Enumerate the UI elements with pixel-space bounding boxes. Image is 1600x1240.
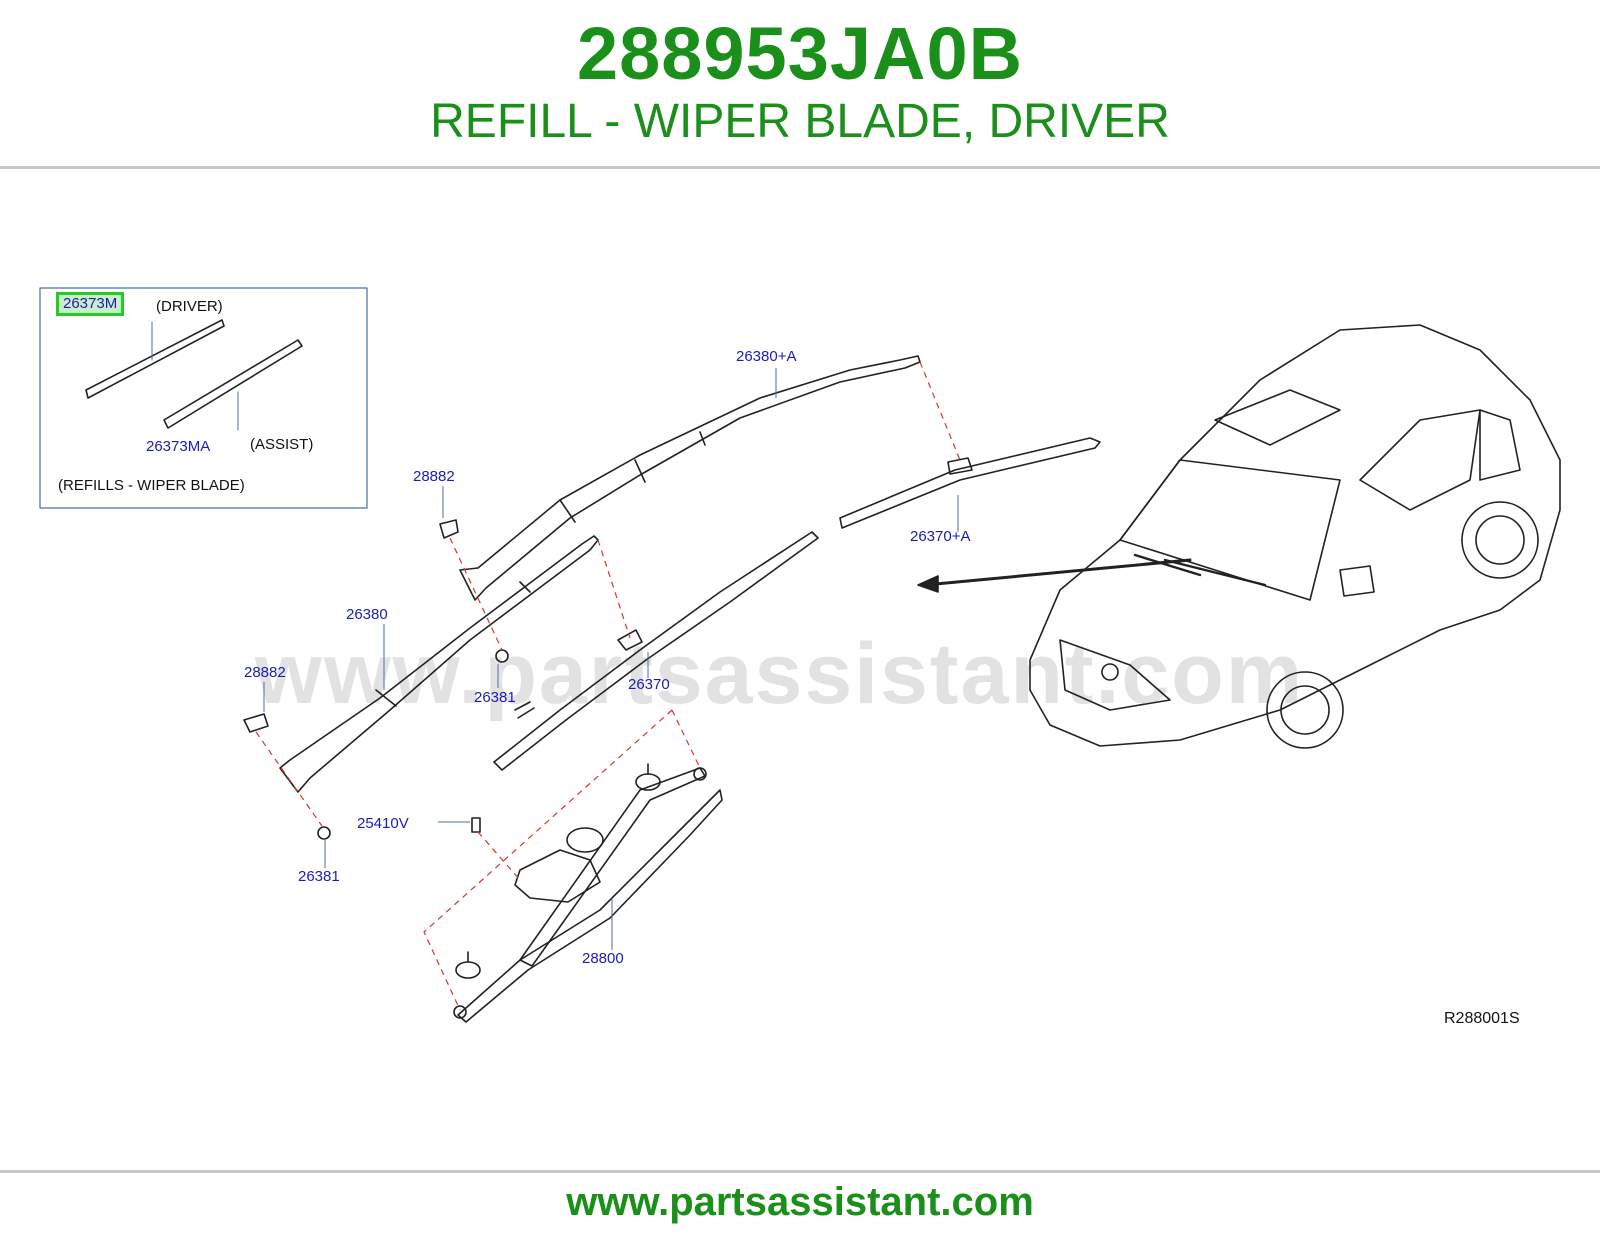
motor-body <box>514 849 601 903</box>
linkage-end <box>453 1005 467 1019</box>
diagram-drawing <box>39 287 1561 1023</box>
callout-26370[interactable]: 26370 <box>628 676 670 693</box>
arm-assist-outline <box>459 355 921 601</box>
footer-url-link[interactable]: www.partsassistant.com <box>566 1180 1034 1224</box>
bolt-shape <box>471 817 481 833</box>
assist-label: (ASSIST) <box>250 436 314 453</box>
part-26373MA-label[interactable]: 26373MA <box>146 438 211 455</box>
car-rear-hub <box>1475 515 1525 565</box>
car-front-wheel <box>1266 671 1344 749</box>
car-body <box>1029 324 1561 747</box>
arm-assist-details <box>559 431 706 523</box>
watermark: www.partsassistant.com <box>255 626 1305 722</box>
blade-driver-outline <box>493 531 819 771</box>
callout-26370A[interactable]: 26370+A <box>910 528 971 545</box>
car-front-hub <box>1280 685 1330 735</box>
linkage-bar-lower <box>457 789 723 1023</box>
blade-driver-clip <box>617 629 643 651</box>
car-wipers <box>1133 553 1267 587</box>
refill-assist-strip <box>163 339 303 429</box>
footer-divider <box>0 1170 1600 1173</box>
reference-code: R288001S <box>1444 1010 1520 1027</box>
header-divider <box>0 166 1600 169</box>
callout-28800[interactable]: 28800 <box>582 950 624 967</box>
cap-lower-shape <box>243 713 269 733</box>
blade-assist-clip <box>947 457 973 475</box>
inset-frame <box>39 287 368 509</box>
highlighted-part-label[interactable]: 26373M <box>56 292 125 316</box>
car-emblem <box>1101 663 1119 681</box>
callout-26380[interactable]: 26380 <box>346 606 388 623</box>
callout-28882-upper[interactable]: 28882 <box>413 468 455 485</box>
callout-26381-lower[interactable]: 26381 <box>298 868 340 885</box>
page-header: 288953JA0B REFILL - WIPER BLADE, DRIVER <box>0 0 1600 168</box>
part-description: REFILL - WIPER BLADE, DRIVER <box>430 95 1170 148</box>
leader-red-2 <box>597 539 631 639</box>
driver-label: (DRIVER) <box>156 298 223 315</box>
part-number: 288953JA0B <box>576 12 1024 95</box>
linkage-end-upper <box>693 767 707 781</box>
arm-driver-details <box>375 581 531 707</box>
car-rear-window <box>1479 409 1521 481</box>
pivot-lower <box>455 961 481 979</box>
motor-cap <box>566 827 604 853</box>
callout-26381-upper[interactable]: 26381 <box>474 689 516 706</box>
leader-red-1 <box>919 361 961 461</box>
leader-red-6 <box>477 831 521 881</box>
callout-28882-lower[interactable]: 28882 <box>244 664 286 681</box>
callout-26380A[interactable]: 26380+A <box>736 348 797 365</box>
car-windshield <box>1119 459 1341 601</box>
car-mirror <box>1339 565 1375 597</box>
cap-upper-shape <box>439 519 459 539</box>
nut-upper-shape <box>495 649 509 663</box>
car-grille <box>1059 639 1171 711</box>
car-rear-wheel <box>1461 501 1539 579</box>
arm-driver-outline <box>279 535 599 793</box>
direction-arrow-head <box>917 575 939 593</box>
callout-25410V[interactable]: 25410V <box>357 815 409 832</box>
direction-arrow-line <box>923 558 1192 587</box>
blade-assist-outline <box>839 437 1101 529</box>
nut-lower-shape <box>317 826 331 840</box>
part-26373M-label[interactable]: 26373M <box>63 295 118 312</box>
car-side-window <box>1359 409 1481 511</box>
leader-red-3 <box>449 537 503 651</box>
refill-driver-strip <box>85 319 225 399</box>
parts-diagram: www.partsassistant.com <box>0 270 1600 1100</box>
leader-red-5 <box>423 709 701 1011</box>
car-sunroof <box>1214 389 1341 446</box>
leader-red-4 <box>255 731 323 827</box>
inset-caption: (REFILLS - WIPER BLADE) <box>58 477 245 494</box>
small-clip-shape <box>514 701 535 719</box>
